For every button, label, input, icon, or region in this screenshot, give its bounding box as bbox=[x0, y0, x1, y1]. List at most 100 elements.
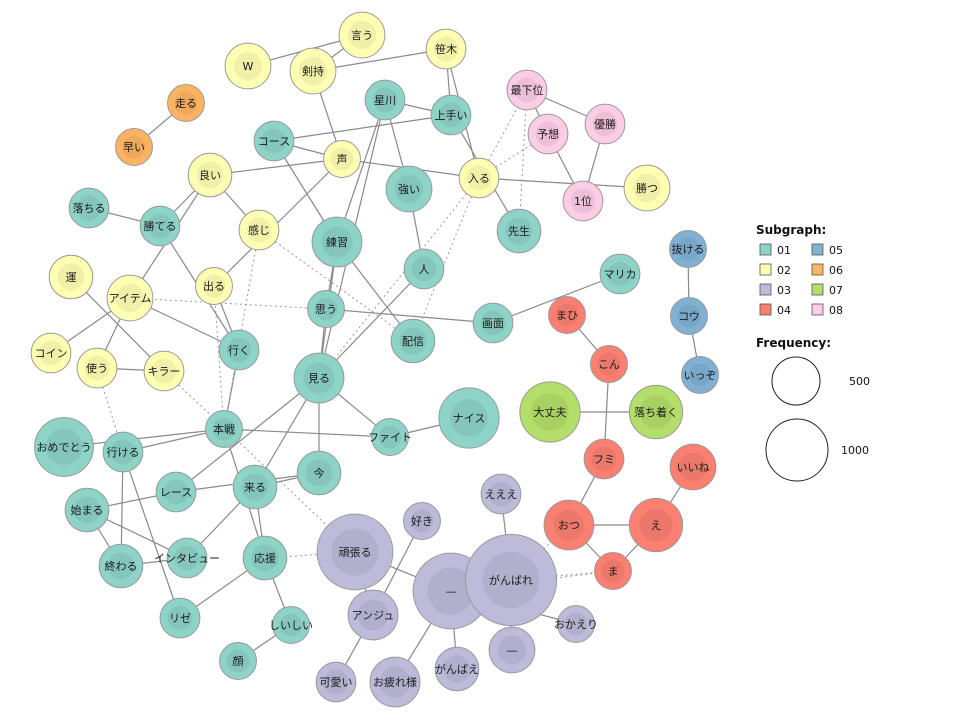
node-circle-nukeru bbox=[669, 230, 707, 268]
node-label-ma: ま bbox=[608, 565, 619, 578]
node-sasaki: 笹木 bbox=[425, 28, 467, 70]
node-label-otsu: おつ bbox=[558, 519, 580, 532]
node-core-killer bbox=[151, 358, 177, 384]
node-layer: W言う剣持笹木星川上手い最下位予想優勝1位勝つ走る早いコース声入る強い良い落ちる… bbox=[30, 11, 719, 708]
node-circle-yushou bbox=[584, 103, 626, 145]
node-core-katsu bbox=[632, 173, 662, 203]
node-kawaii: 可愛い bbox=[315, 661, 357, 703]
node-nice: ナイス bbox=[438, 387, 500, 449]
node-label-hashiru: 走る bbox=[175, 97, 197, 110]
edge-course-jouzu bbox=[273, 114, 452, 142]
node-fumi: フミ bbox=[583, 438, 625, 480]
node-core-course bbox=[261, 128, 287, 154]
node-koe: 声 bbox=[323, 140, 361, 178]
node-circle-jouzu bbox=[430, 94, 472, 136]
node-ima: 今 bbox=[296, 450, 342, 496]
node-circle-ima bbox=[296, 450, 342, 496]
node-label-kateru: 勝てる bbox=[144, 219, 177, 233]
node-label-iine: いいね bbox=[677, 461, 710, 474]
node-label-marika: マリカ bbox=[604, 268, 637, 281]
node-label-mahi: まひ bbox=[556, 309, 578, 322]
legend-frequency-title: Frequency: bbox=[756, 336, 831, 350]
edge-omou-gamen bbox=[325, 308, 494, 324]
node-label-interview: インタビュー bbox=[154, 552, 220, 565]
legend-label-06: 06 bbox=[829, 264, 843, 277]
node-circle-fight bbox=[371, 418, 409, 456]
node-core-gamen bbox=[480, 310, 506, 336]
node-ikuzo: いっぞ bbox=[681, 356, 719, 394]
node-circle-ikuzo bbox=[681, 356, 719, 394]
node-circle-course bbox=[253, 120, 295, 162]
node-omedetou: おめでとう bbox=[34, 417, 94, 477]
node-label-ima: 今 bbox=[314, 466, 325, 480]
node-circle-kou bbox=[670, 297, 708, 335]
node-circle-haishin bbox=[390, 318, 436, 364]
node-label-hoshikawa: 星川 bbox=[374, 94, 396, 107]
node-circle-yoi bbox=[187, 152, 233, 198]
node-label-haishin: 配信 bbox=[402, 335, 424, 348]
node-core-coin bbox=[38, 340, 64, 366]
node-circle-kanji bbox=[238, 209, 280, 251]
node-label-iu: 言う bbox=[351, 29, 373, 42]
node-circle-honsen bbox=[205, 410, 243, 448]
node-ganbare: がんばれ bbox=[464, 533, 558, 627]
node-core-ouen bbox=[251, 544, 279, 572]
node-circle-dash2 bbox=[488, 626, 536, 674]
node-label-tsuyoi: 強い bbox=[398, 183, 420, 196]
node-label-renshu: 練習 bbox=[326, 235, 348, 249]
node-circle-ouen bbox=[242, 535, 288, 581]
node-circle-renshu bbox=[311, 216, 363, 268]
node-circle-suki bbox=[403, 502, 441, 540]
node-label-tsukau: 使う bbox=[86, 362, 108, 375]
node-core-yoi bbox=[196, 161, 224, 189]
node-core-dash2 bbox=[497, 635, 527, 665]
node-label-daijoubu: 大丈夫 bbox=[534, 405, 567, 419]
edge-ikeru-lize bbox=[122, 451, 181, 619]
edge-miru-race bbox=[175, 377, 320, 493]
node-core-ange bbox=[357, 599, 389, 631]
node-kuru: 来る bbox=[232, 464, 278, 510]
node-core-miru bbox=[303, 362, 335, 394]
node-okaeri: おかえり bbox=[554, 605, 598, 643]
node-circle-daijoubu bbox=[519, 381, 581, 443]
node-circle-kon bbox=[590, 345, 628, 383]
node-label-nukeru: 抜ける bbox=[672, 242, 705, 256]
node-label-e: え bbox=[651, 519, 662, 532]
node-fight: ファイト bbox=[368, 418, 412, 456]
node-label-yoi: 良い bbox=[199, 168, 221, 182]
node-core-kanji bbox=[246, 217, 272, 243]
node-core-ochitsuku bbox=[639, 395, 673, 429]
node-nukeru: 抜ける bbox=[669, 230, 707, 268]
edge-hairu-yosou bbox=[478, 133, 549, 179]
node-core-hoshikawa bbox=[372, 87, 398, 113]
node-core-tsuyoi bbox=[394, 174, 424, 204]
node-label-omedetou: おめでとう bbox=[37, 441, 92, 454]
node-core-renshu bbox=[321, 226, 353, 258]
node-core-ganbae bbox=[443, 655, 471, 683]
legend-frequency-circle-1000 bbox=[765, 418, 829, 482]
node-core-fight bbox=[378, 425, 402, 449]
node-label-okaeri: おかえり bbox=[554, 618, 598, 631]
node-circle-okaeri bbox=[557, 605, 595, 643]
node-core-iku bbox=[226, 337, 252, 363]
node-eee: えええ bbox=[480, 473, 522, 515]
node-label-nice: ナイス bbox=[453, 412, 486, 425]
node-label-hito: 人 bbox=[419, 263, 430, 276]
node-yoi: 良い bbox=[187, 152, 233, 198]
node-label-kenmochi: 剣持 bbox=[302, 64, 324, 78]
node-core-dash bbox=[427, 567, 475, 615]
node-e: え bbox=[628, 497, 684, 553]
node-jouzu: 上手い bbox=[430, 94, 472, 136]
node-circle-nice bbox=[438, 387, 500, 449]
node-ochiru: 落ちる bbox=[68, 187, 110, 229]
node-label-ganbare: がんばれ bbox=[489, 573, 533, 587]
node-label-dash: — bbox=[446, 585, 457, 598]
node-kanji: 感じ bbox=[238, 209, 280, 251]
node-deru: 出る bbox=[195, 267, 233, 305]
node-hashiru: 走る bbox=[167, 84, 205, 122]
legend-frequency-label-500: 500 bbox=[849, 375, 870, 388]
node-circle-ganbae bbox=[434, 646, 480, 692]
node-label-hayai: 早い bbox=[123, 141, 145, 154]
legend-swatch-07 bbox=[811, 283, 824, 296]
